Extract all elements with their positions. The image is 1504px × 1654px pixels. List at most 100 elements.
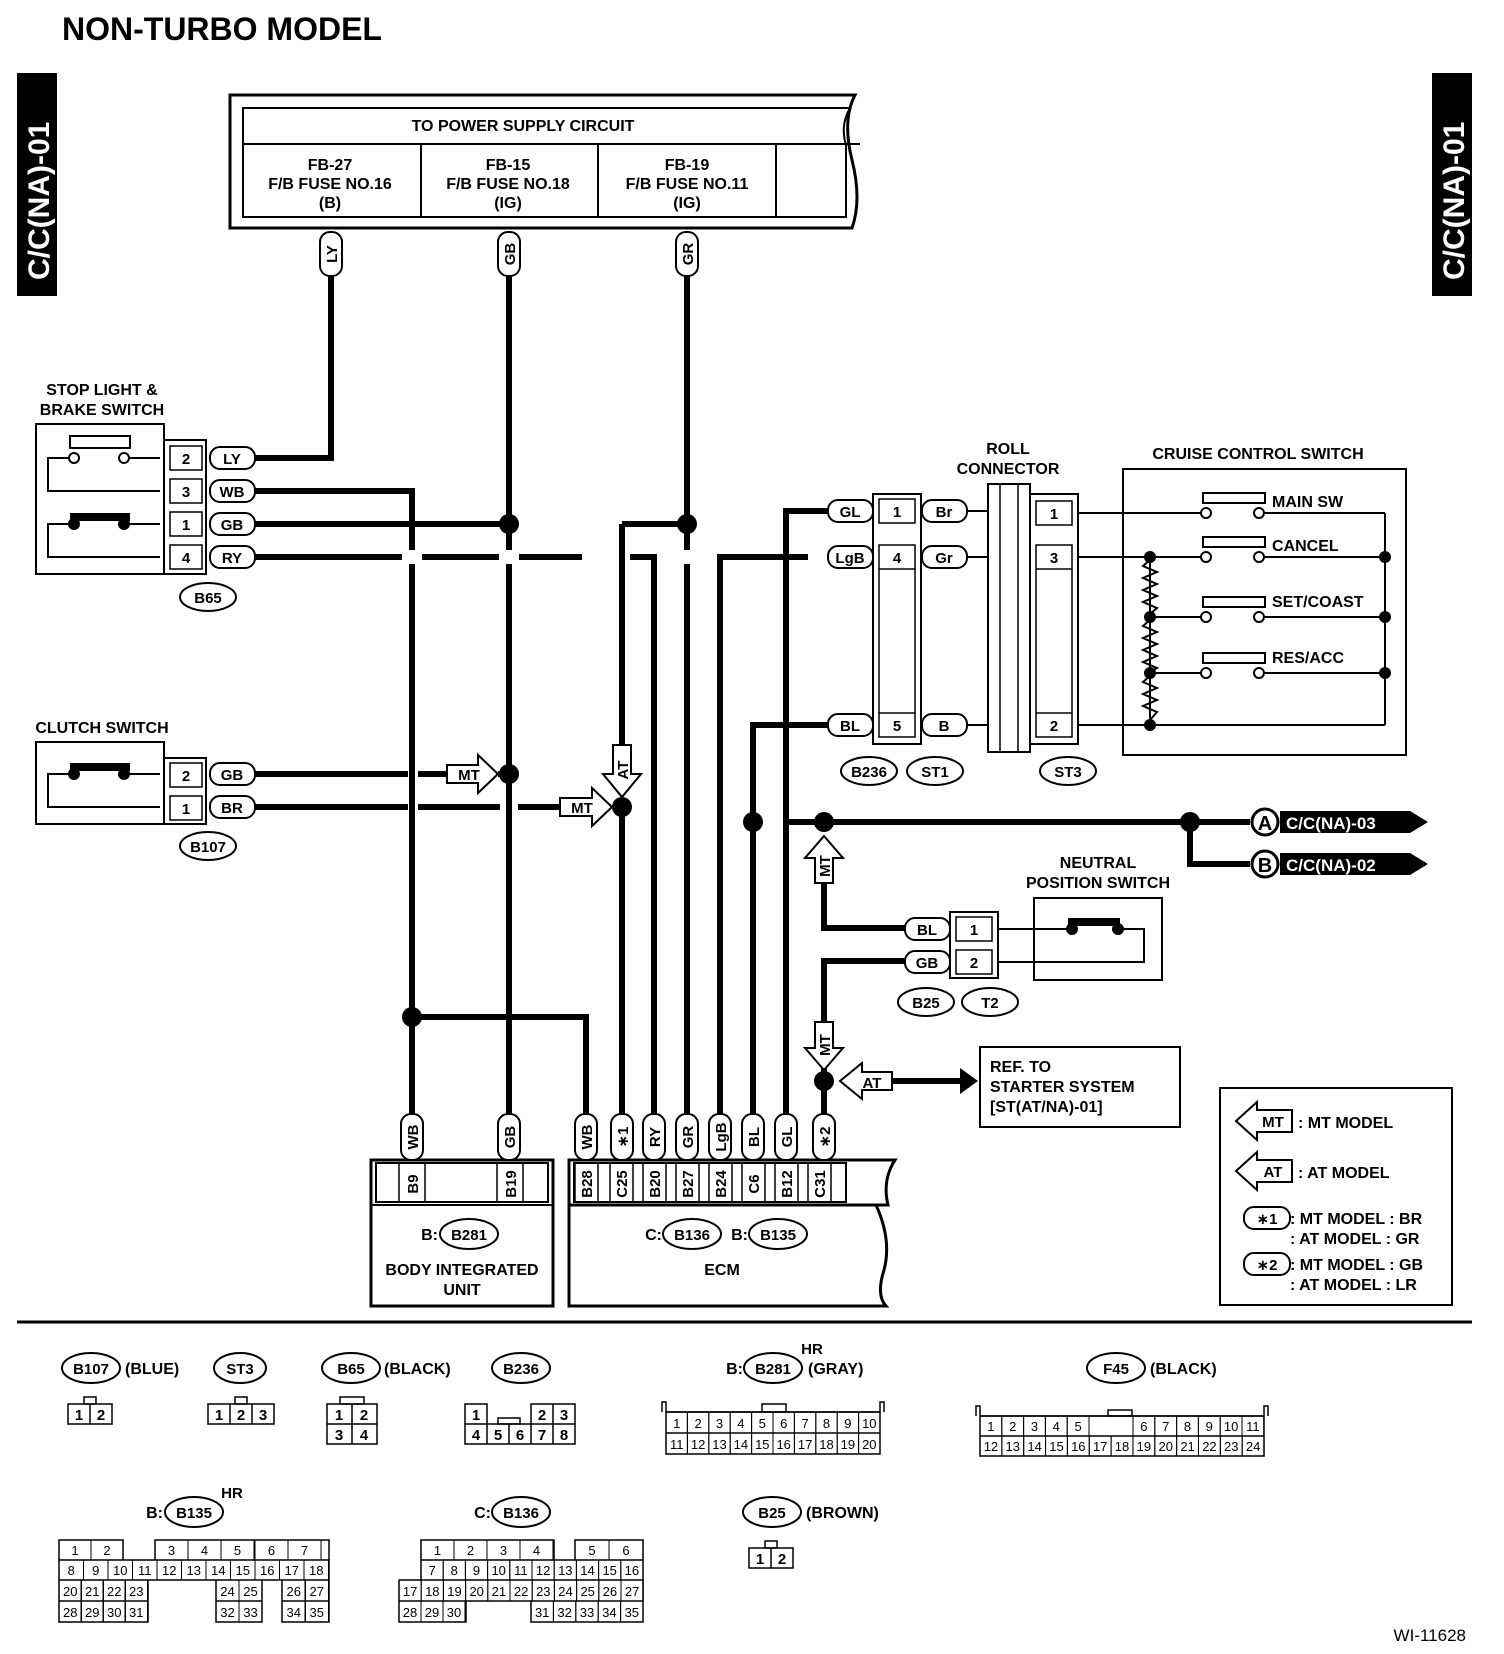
svg-text:22: 22: [514, 1584, 528, 1599]
svg-text:B9: B9: [405, 1174, 422, 1193]
svg-text:B25: B25: [758, 1505, 786, 1522]
svg-text:C/C(NA)-02: C/C(NA)-02: [1286, 856, 1376, 875]
svg-text:31: 31: [129, 1605, 143, 1620]
svg-text:14: 14: [580, 1563, 594, 1578]
ecm: B28 C25 B20 B27 B24 C6 B12 C31 WB ∗1 RY …: [567, 1113, 898, 1308]
svg-text:28: 28: [63, 1605, 77, 1620]
svg-text:2: 2: [360, 1407, 368, 1424]
svg-text:B65: B65: [337, 1361, 365, 1378]
svg-text:(BLACK): (BLACK): [1150, 1361, 1217, 1378]
svg-text:MT: MT: [1262, 1114, 1284, 1131]
svg-text:WB: WB: [220, 484, 245, 501]
connector-view-b25: B25 (BROWN) 1 2: [742, 1496, 879, 1569]
svg-text:BL: BL: [840, 718, 860, 735]
svg-text:GB: GB: [221, 517, 244, 534]
svg-text:7: 7: [1162, 1419, 1169, 1434]
svg-text:B24: B24: [713, 1170, 730, 1198]
svg-text:35: 35: [625, 1605, 639, 1620]
svg-text:UNIT: UNIT: [443, 1282, 481, 1299]
svg-text:2: 2: [467, 1543, 474, 1558]
connector-view-b236: B236 1 2 3 4 5 6 7 8: [464, 1352, 576, 1445]
svg-text:18: 18: [425, 1584, 439, 1599]
starter-ref-box: REF. TO STARTER SYSTEM [ST(AT/NA)-01]: [979, 1046, 1181, 1128]
svg-text:: MT MODEL : BR: : MT MODEL : BR: [1290, 1211, 1423, 1228]
svg-text:B136: B136: [503, 1505, 539, 1522]
svg-text:BL: BL: [917, 922, 937, 939]
svg-text:B19: B19: [503, 1170, 520, 1198]
svg-text:ROLL: ROLL: [986, 441, 1030, 458]
svg-text:4: 4: [533, 1543, 540, 1558]
svg-text:29: 29: [425, 1605, 439, 1620]
svg-text:2: 2: [103, 1543, 110, 1558]
svg-text:ST1: ST1: [921, 764, 949, 781]
svg-text:4: 4: [182, 550, 191, 567]
svg-text:REF. TO: REF. TO: [990, 1059, 1051, 1076]
svg-text:11: 11: [670, 1437, 684, 1452]
svg-text:POSITION SWITCH: POSITION SWITCH: [1026, 875, 1170, 892]
svg-text:(BLUE): (BLUE): [125, 1361, 179, 1378]
svg-text:HR: HR: [221, 1485, 243, 1502]
svg-text:B:: B:: [421, 1227, 438, 1244]
svg-text:B20: B20: [647, 1170, 664, 1198]
svg-text:32: 32: [557, 1605, 571, 1620]
svg-text:∗2: ∗2: [817, 1127, 834, 1148]
legend: MT : MT MODEL AT : AT MODEL ∗1 : MT MODE…: [1219, 1087, 1453, 1306]
body-integrated-unit: B9 B19 WB GB B: B281 BODY INTEGRATED UNI…: [369, 1113, 555, 1308]
svg-text:B:: B:: [731, 1227, 748, 1244]
svg-text:28: 28: [403, 1605, 417, 1620]
svg-text:26: 26: [603, 1584, 617, 1599]
svg-text:1: 1: [472, 1407, 480, 1424]
svg-text:: MT MODEL: : MT MODEL: [1298, 1115, 1393, 1132]
svg-text:RY: RY: [222, 550, 242, 567]
svg-text:C:: C:: [474, 1505, 491, 1522]
svg-text:BODY INTEGRATED: BODY INTEGRATED: [385, 1262, 538, 1279]
diagram-title: NON-TURBO MODEL: [62, 11, 382, 47]
svg-text:33: 33: [243, 1605, 257, 1620]
svg-text:3: 3: [182, 484, 190, 501]
svg-text:∗2: ∗2: [1257, 1257, 1278, 1274]
svg-text:2: 2: [182, 768, 190, 785]
connector-view-st3: ST3 1 2 3: [207, 1352, 275, 1425]
figure-id: WI-11628: [1394, 1626, 1466, 1645]
svg-text:1: 1: [215, 1407, 223, 1424]
svg-text:MT: MT: [817, 855, 834, 877]
svg-text:3: 3: [168, 1543, 175, 1558]
svg-text:1: 1: [673, 1416, 680, 1431]
svg-text:30: 30: [447, 1605, 461, 1620]
svg-text:(GRAY): (GRAY): [808, 1361, 863, 1378]
svg-text:23: 23: [129, 1584, 143, 1599]
svg-text:C/C(NA)-01: C/C(NA)-01: [23, 122, 56, 280]
svg-text:2: 2: [182, 451, 190, 468]
svg-text:4: 4: [472, 1427, 481, 1444]
svg-text:B107: B107: [73, 1361, 109, 1378]
svg-text:10: 10: [1224, 1419, 1238, 1434]
svg-text:16: 16: [1071, 1439, 1085, 1454]
svg-text:∗1: ∗1: [1257, 1211, 1278, 1228]
mt-arrow-neutral: MT: [802, 834, 846, 884]
svg-text:: AT MODEL : LR: : AT MODEL : LR: [1290, 1277, 1417, 1294]
svg-text:B107: B107: [190, 839, 226, 856]
svg-text:1: 1: [434, 1543, 441, 1558]
svg-text:B135: B135: [760, 1227, 796, 1244]
svg-text:GB: GB: [502, 1126, 519, 1149]
svg-text:STOP LIGHT &: STOP LIGHT &: [46, 382, 158, 399]
svg-text:13: 13: [187, 1563, 201, 1578]
svg-text:6: 6: [516, 1427, 524, 1444]
svg-text:25: 25: [243, 1584, 257, 1599]
svg-text:5: 5: [234, 1543, 241, 1558]
svg-text:17: 17: [403, 1584, 417, 1599]
svg-text:22: 22: [107, 1584, 121, 1599]
svg-text:AT: AT: [615, 761, 632, 780]
svg-text:LY: LY: [324, 245, 341, 263]
starter-arrow: [960, 1068, 978, 1094]
stop-light-brake-switch: STOP LIGHT & BRAKE SWITCH 2 3 1 4 LY WB …: [35, 382, 256, 612]
svg-text:12: 12: [984, 1439, 998, 1454]
svg-text:Gr: Gr: [935, 550, 953, 567]
svg-text:C6: C6: [746, 1174, 763, 1193]
svg-text:15: 15: [1049, 1439, 1063, 1454]
svg-text:19: 19: [447, 1584, 461, 1599]
svg-text:20: 20: [63, 1584, 77, 1599]
svg-text:34: 34: [287, 1605, 301, 1620]
svg-text:A: A: [1258, 813, 1272, 835]
svg-text:B136: B136: [674, 1227, 710, 1244]
